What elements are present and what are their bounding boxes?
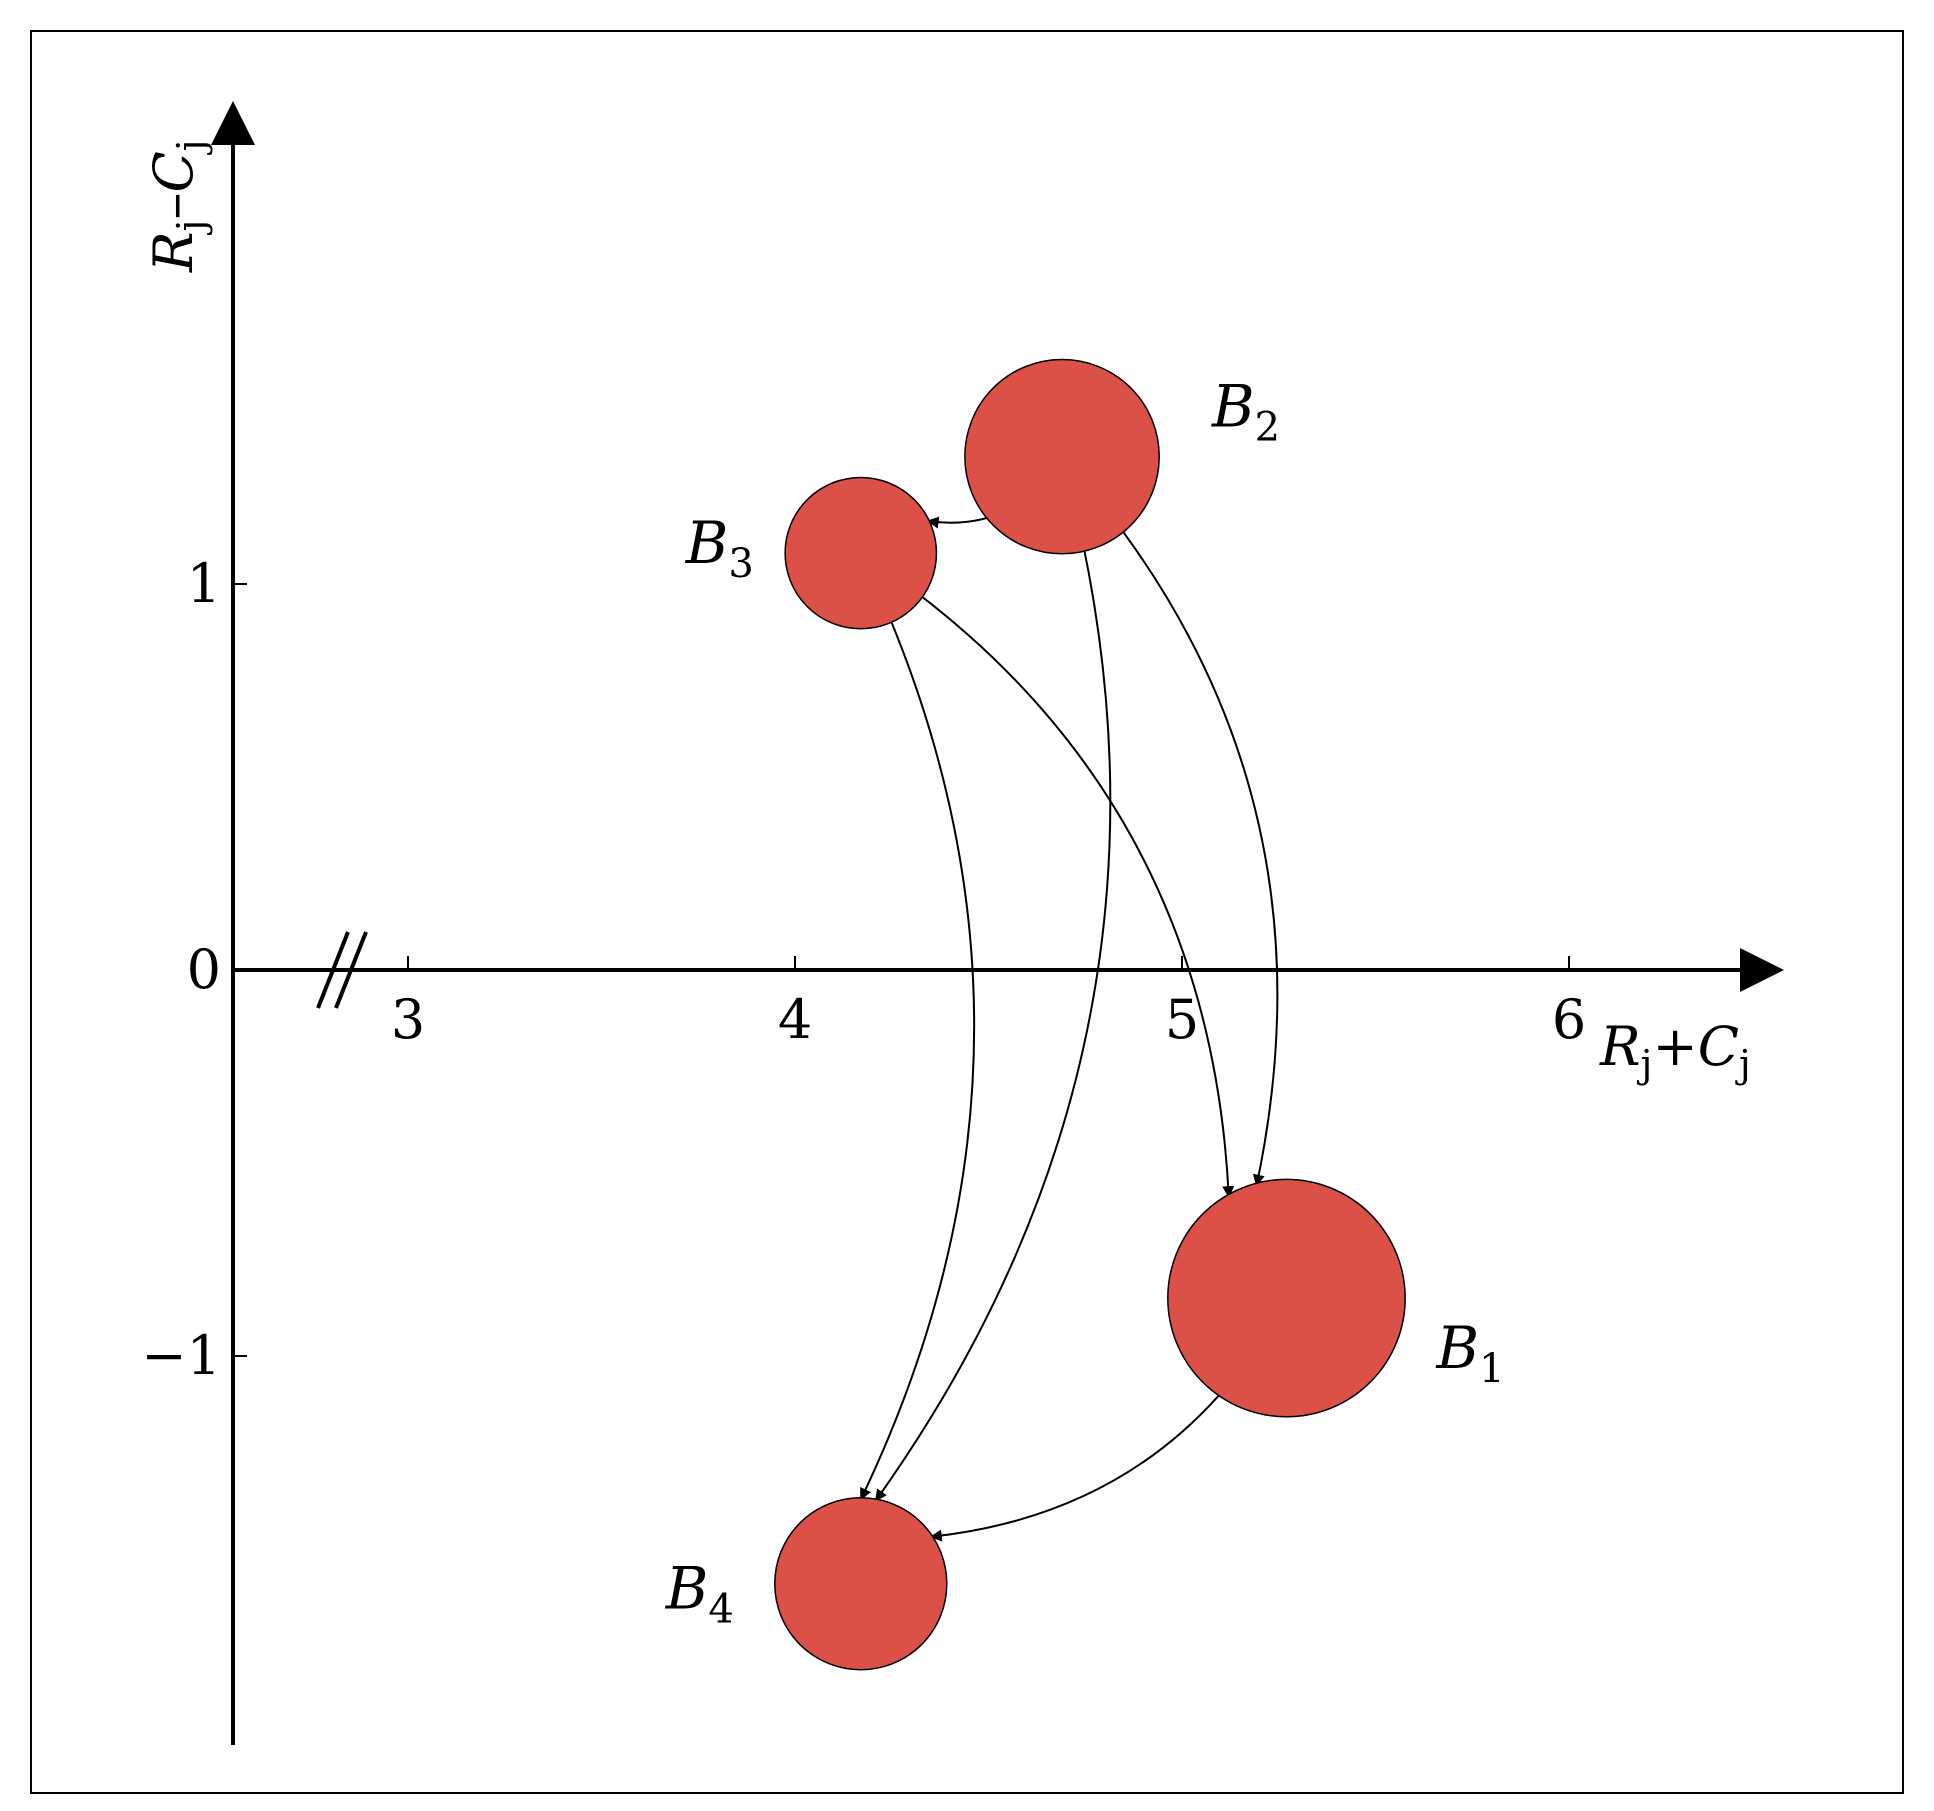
y-tick-label: 0 bbox=[187, 938, 221, 1001]
bubble-b3 bbox=[784, 476, 938, 630]
y-tick-label: 1 bbox=[187, 552, 221, 615]
edge-b2-to-b4 bbox=[874, 456, 1112, 1502]
x-axis-label: Rj+Cj bbox=[1599, 1015, 1751, 1086]
node-label-b2: B2 bbox=[1211, 373, 1280, 451]
axes-layer bbox=[211, 101, 1784, 1745]
x-tick-label: 4 bbox=[778, 988, 812, 1051]
y-axis-label: Rj–Cj bbox=[142, 139, 213, 273]
edge-b2-to-b1 bbox=[1061, 455, 1279, 1187]
node-label-b3: B3 bbox=[685, 509, 754, 587]
edge-b3-to-b1 bbox=[860, 552, 1235, 1199]
bubble-b2 bbox=[964, 358, 1160, 555]
axis-break-stroke bbox=[334, 931, 368, 1009]
x-tick-label: 6 bbox=[1552, 988, 1586, 1051]
y-axis-arrow bbox=[211, 101, 255, 145]
x-tick-label: 3 bbox=[391, 988, 425, 1051]
y-tick-label: −1 bbox=[141, 1324, 221, 1387]
node-label-b1: B1 bbox=[1435, 1314, 1504, 1392]
axis-break-stroke bbox=[316, 931, 350, 1009]
x-axis-arrow bbox=[1740, 948, 1784, 992]
bubble-b1 bbox=[1167, 1178, 1406, 1418]
x-tick-label: 5 bbox=[1165, 988, 1199, 1051]
bubble-b4 bbox=[774, 1496, 948, 1671]
bubbles-layer bbox=[774, 358, 1406, 1671]
node-label-b4: B4 bbox=[665, 1555, 734, 1633]
edge-b3-to-b4 bbox=[859, 552, 976, 1501]
